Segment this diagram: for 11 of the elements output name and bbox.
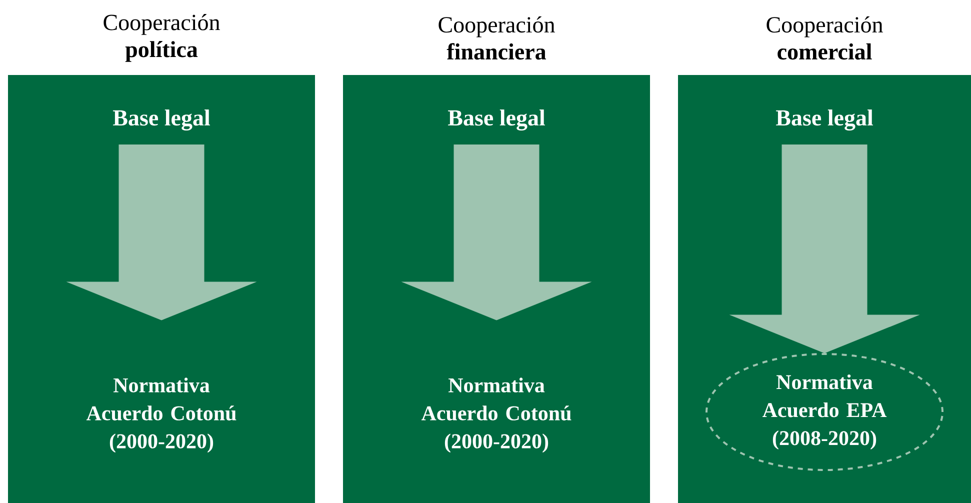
heading-label: Base legal: [776, 109, 873, 131]
panel-heading: Cooperación financiera: [438, 16, 555, 60]
heading-label: Base legal: [448, 109, 545, 131]
text-label: Normativa Acuerdo Cotonú (2000-2020): [86, 378, 236, 453]
block-arrow: [730, 144, 919, 354]
text-label: Normativa Acuerdo Cotonú (2000-2020): [421, 378, 572, 453]
panel-heading: Cooperación comercial: [766, 16, 883, 60]
block-arrow: [67, 144, 256, 320]
panel-heading: Cooperación política: [104, 14, 220, 62]
block-arrow: [402, 144, 591, 320]
heading-label: Base legal: [113, 109, 210, 131]
